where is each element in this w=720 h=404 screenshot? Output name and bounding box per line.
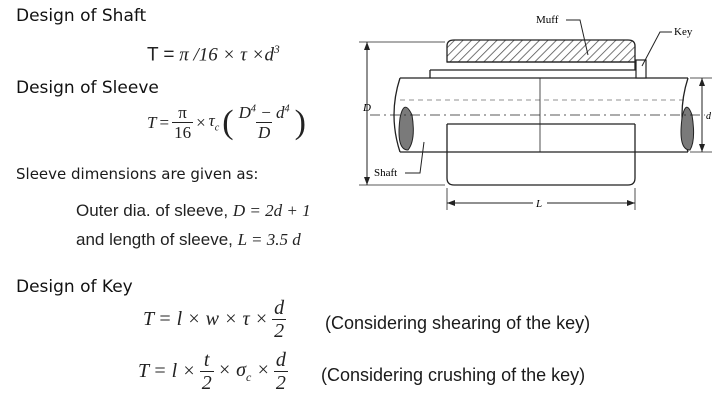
muff-bottom-section	[446, 124, 636, 186]
fraction-numerator: D4 − d4	[238, 103, 290, 122]
d-over-2-fraction: d 2	[273, 349, 288, 394]
t-over-2-fraction: t 2	[199, 349, 214, 394]
left-paren: (	[222, 103, 234, 141]
arrow-left-icon	[447, 200, 455, 206]
fraction-numerator: t	[203, 349, 210, 371]
arrow-up-icon	[699, 78, 705, 86]
key-leader-line	[641, 31, 672, 67]
shaft-torque-formula: T = π /16 × τ ×d3	[147, 44, 280, 66]
formula-rhs: π /16 × τ ×d	[179, 44, 274, 66]
d-over-2-fraction: d 2	[272, 297, 287, 342]
formula-expression: = l × w × τ ×	[158, 308, 269, 330]
sleeve-length-formula: L = 3.5 d	[237, 230, 301, 249]
times-sign: ×	[196, 112, 206, 132]
right-paren: )	[294, 103, 306, 141]
fraction-numerator: d	[275, 349, 286, 371]
shaft-label: Shaft	[374, 167, 397, 179]
key-outline	[429, 62, 636, 78]
left-shaft-section-icon	[398, 106, 414, 151]
fraction-denominator: 2	[272, 319, 287, 342]
fraction-denominator: 16	[172, 122, 194, 142]
formula-lhs: T	[143, 308, 155, 330]
length-label-background	[533, 196, 547, 210]
outer-diameter-label: D	[362, 102, 371, 114]
fraction-denominator: D	[255, 122, 273, 142]
outer-diameter-text: Outer dia. of sleeve,	[76, 201, 233, 220]
heading-design-of-sleeve: Design of Sleeve	[16, 78, 159, 98]
arrow-down-icon	[699, 144, 705, 152]
key-label: Key	[674, 26, 693, 38]
key-shearing-formula: T = l × w × τ × d 2	[143, 297, 287, 342]
tau-symbol: τc	[208, 111, 220, 134]
muff-leader-line	[566, 19, 589, 56]
arrow-down-icon	[364, 177, 370, 185]
formula-equals: =	[163, 44, 175, 66]
fraction-denominator: 2	[199, 371, 214, 394]
formula-lhs: T	[138, 360, 150, 382]
right-shaft-section-icon	[680, 106, 695, 151]
muff-coupling-diagram: D d L Muff Key Shaft	[359, 14, 712, 210]
formula-exponent: 3	[273, 44, 280, 56]
shearing-note: (Considering shearing of the key)	[325, 313, 591, 333]
shaft-leader-line	[405, 141, 425, 174]
formula-equals: =	[159, 112, 170, 132]
sleeve-torque-formula: T = π 16 × τc ( D4 − d4 D )	[147, 104, 306, 141]
arrow-up-icon	[364, 42, 370, 50]
heading-design-of-key: Design of Key	[16, 277, 133, 297]
formula-lhs: T	[147, 44, 159, 66]
muff-top-section	[446, 39, 636, 63]
muff-label: Muff	[536, 14, 559, 26]
sleeve-length-line: and length of sleeve, L = 3.5 d	[76, 230, 301, 250]
arrow-right-icon	[627, 200, 635, 206]
formula-expression-1: = l ×	[153, 360, 196, 382]
length-label: L	[535, 198, 542, 210]
crushing-note: (Considering crushing of the key)	[321, 365, 586, 385]
key-head	[635, 59, 647, 79]
sigma-term: × σc ×	[217, 358, 270, 384]
fraction-numerator: π	[178, 103, 187, 122]
outer-diameter-line: Outer dia. of sleeve, D = 2d + 1	[76, 201, 311, 221]
sleeve-length-text: and length of sleeve,	[76, 230, 238, 249]
outer-diameter-formula: D = 2d + 1	[232, 201, 311, 220]
pi-over-16-fraction: π 16	[172, 103, 194, 142]
shaft-diameter-label: d	[706, 111, 712, 122]
formula-lhs: T	[147, 112, 157, 132]
fraction-numerator: d	[274, 297, 285, 319]
key-crushing-formula: T = l × t 2 × σc × d 2	[138, 350, 288, 393]
fraction-denominator: 2	[273, 371, 288, 394]
sleeve-dimensions-note: Sleeve dimensions are given as:	[16, 165, 259, 183]
heading-design-of-shaft: Design of Shaft	[16, 6, 147, 26]
sleeve-diameter-fraction: D4 − d4 D	[237, 104, 292, 141]
